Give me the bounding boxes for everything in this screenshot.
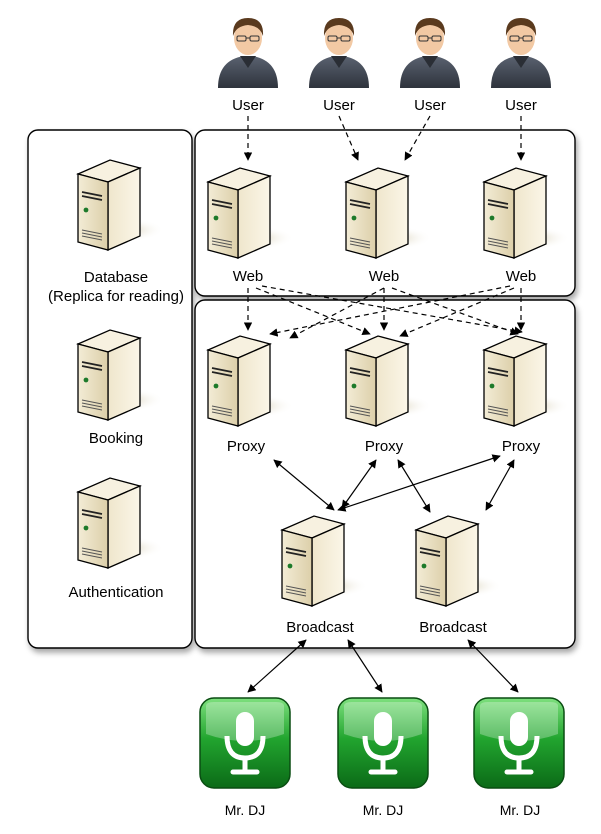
web-to-proxy-arrows	[243, 285, 526, 339]
database-sublabel: (Replica for reading)	[48, 288, 184, 305]
web-label: Web	[506, 268, 537, 285]
web-label: Web	[369, 268, 400, 285]
user-to-web-arrows	[243, 115, 526, 161]
microphone-icon	[200, 698, 290, 788]
proxy-label: Proxy	[365, 438, 404, 455]
proxy-broadcast-arrows	[273, 454, 515, 513]
broadcast-label: Broadcast	[419, 619, 487, 636]
user-label: User	[505, 97, 537, 114]
user-icon	[217, 17, 279, 89]
user-label: User	[323, 97, 355, 114]
proxy-label: Proxy	[227, 438, 266, 455]
dj-label: Mr. DJ	[363, 802, 403, 818]
dj-label: Mr. DJ	[225, 802, 265, 818]
booking-label: Booking	[89, 430, 143, 447]
user-icon	[308, 17, 370, 89]
user-icon	[490, 17, 552, 89]
broadcast-dj-arrows	[247, 639, 519, 693]
user-label: User	[414, 97, 446, 114]
database-label: Database	[84, 269, 148, 286]
dj-label: Mr. DJ	[500, 802, 540, 818]
authentication-label: Authentication	[68, 584, 163, 601]
user-label: User	[232, 97, 264, 114]
web-label: Web	[233, 268, 264, 285]
user-icon	[399, 17, 461, 89]
microphone-icon	[474, 698, 564, 788]
broadcast-label: Broadcast	[286, 619, 354, 636]
proxy-label: Proxy	[502, 438, 541, 455]
microphone-icon	[338, 698, 428, 788]
